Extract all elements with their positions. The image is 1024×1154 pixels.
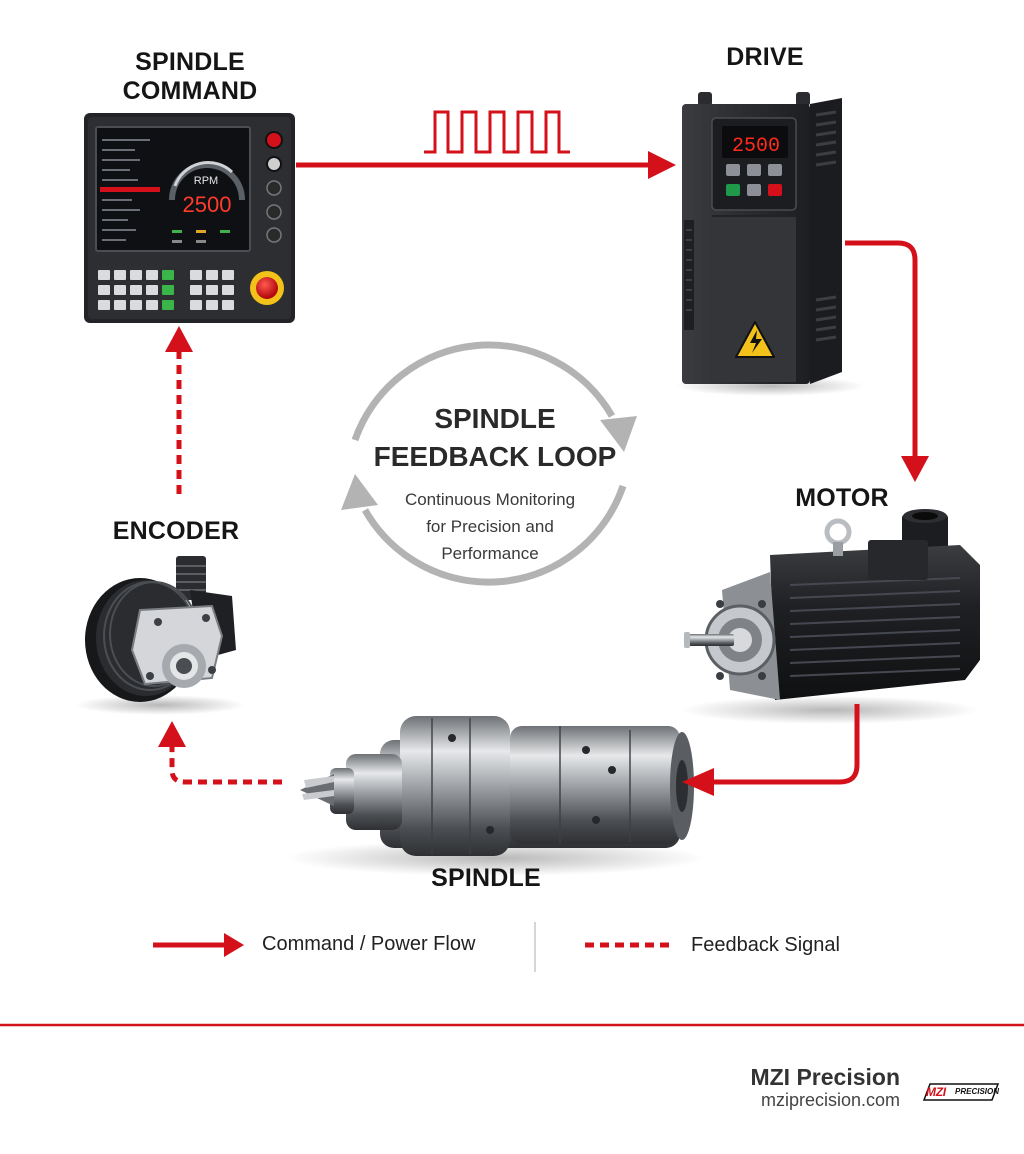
screen-selected-row bbox=[100, 187, 160, 192]
legend-dotted-label: Feedback Signal bbox=[691, 934, 840, 956]
drive-vent bbox=[815, 110, 837, 342]
rotary-encoder bbox=[75, 556, 245, 715]
loop-title-line1: SPINDLE bbox=[434, 403, 556, 434]
drive-unit: 2500 bbox=[675, 92, 865, 396]
arrow-heads bbox=[158, 151, 929, 796]
brand-logo-sub: PRECISION bbox=[955, 1087, 1000, 1096]
legend-solid-label: Command / Power Flow bbox=[262, 933, 476, 955]
label-encoder: ENCODER bbox=[112, 517, 240, 545]
legend bbox=[153, 922, 672, 972]
servo-motor bbox=[680, 509, 980, 724]
machine-spindle bbox=[285, 716, 705, 876]
cnc-control-panel: RPM 2500 bbox=[84, 113, 295, 323]
command-flow-arrows bbox=[296, 162, 918, 785]
rpm-gauge-label: RPM bbox=[194, 175, 218, 187]
loop-subtitle-line2: for Precision and bbox=[426, 517, 554, 536]
feedback-arrows bbox=[169, 350, 282, 785]
label-spindle: SPINDLE bbox=[431, 864, 541, 892]
brand-logo-frame bbox=[922, 1083, 1000, 1101]
warning-icon bbox=[735, 321, 775, 358]
label-spindle-command-line2: COMMAND bbox=[122, 77, 258, 105]
cycle-arrows-icon bbox=[341, 341, 637, 586]
drive-display-value: 2500 bbox=[732, 135, 780, 158]
label-spindle-command-line1: SPINDLE bbox=[135, 48, 245, 76]
panel-keypad bbox=[98, 270, 234, 310]
brand-url[interactable]: mziprecision.com bbox=[760, 1090, 900, 1110]
loop-title-line2: FEEDBACK LOOP bbox=[373, 441, 617, 472]
motor-fins bbox=[789, 577, 961, 677]
loop-title: SPINDLE FEEDBACK LOOP bbox=[370, 400, 620, 476]
rpm-gauge-value: 2500 bbox=[183, 192, 232, 217]
end-mill-tool bbox=[300, 774, 334, 806]
brand-logo-main: MZI bbox=[926, 1085, 946, 1099]
square-wave-icon bbox=[424, 110, 570, 154]
loop-subtitle-line3: Performance bbox=[441, 544, 539, 563]
drive-keypad bbox=[726, 164, 782, 196]
loop-subtitle: Continuous Monitoring for Precision and … bbox=[370, 486, 610, 567]
label-motor: MOTOR bbox=[795, 484, 889, 512]
screen-status-dots bbox=[172, 230, 230, 243]
label-spindle-command: SPINDLE COMMAND bbox=[104, 48, 276, 106]
panel-side-buttons bbox=[265, 131, 283, 243]
lifting-eye bbox=[824, 518, 852, 556]
label-drive: DRIVE bbox=[726, 43, 804, 71]
emergency-stop-icon bbox=[250, 271, 284, 305]
screen-menu-lines bbox=[102, 139, 150, 241]
loop-subtitle-line1: Continuous Monitoring bbox=[404, 490, 576, 509]
brand-logo: MZI PRECISION bbox=[922, 1082, 1000, 1102]
brand-name: MZI Precision bbox=[750, 1064, 900, 1090]
